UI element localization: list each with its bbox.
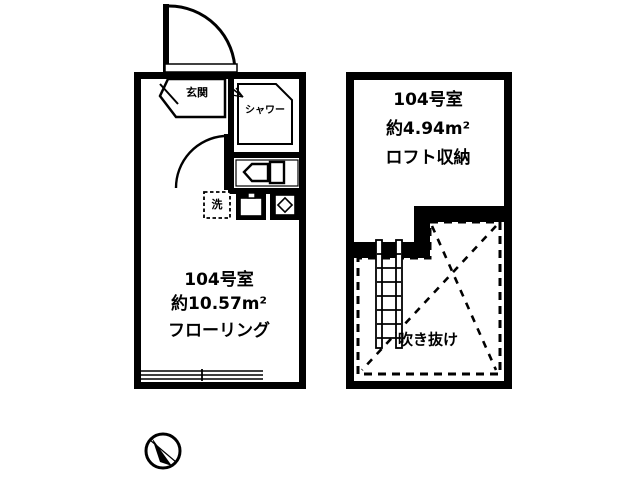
shower-room [228, 72, 306, 194]
right-room-area: 約4.94m² [386, 118, 470, 139]
entrance-door-swing [163, 4, 238, 73]
left-room-area: 約10.57m² [171, 293, 267, 314]
void-diagonal-a [430, 225, 498, 371]
shower-spray [231, 87, 244, 98]
ladder-rail-right [395, 239, 403, 349]
void-area [356, 220, 502, 376]
shower-label: シャワー [245, 104, 285, 116]
void-outline [356, 220, 502, 376]
left-room-finish: フローリング [168, 320, 270, 341]
shower-tray [237, 83, 293, 145]
right-unit-group: 104号室 約4.94m² ロフト収納 吹き抜け [346, 72, 512, 389]
entrance-label: 玄関 [186, 85, 208, 99]
compass-needle [152, 438, 172, 466]
right-room-finish: ロフト収納 [386, 147, 471, 168]
utility-strip [203, 190, 300, 220]
right-room-number: 104号室 [393, 89, 463, 110]
shower-head-line [228, 85, 244, 98]
compass-axis [149, 439, 177, 463]
wet-area-bottom-wall [228, 188, 306, 194]
toilet-room [235, 159, 299, 187]
entrance-threshold [164, 63, 238, 73]
sink-faucet [247, 192, 256, 199]
toilet-bowl [242, 162, 270, 183]
genkan-area [158, 77, 227, 119]
washer-label: 洗 [212, 197, 223, 211]
bathroom-door-swing [174, 134, 229, 190]
ladder-rail-left [375, 239, 383, 349]
sink-basin [239, 197, 263, 217]
entrance-door-leaf [163, 4, 169, 72]
wet-area-left-wall [228, 72, 234, 194]
washer-pan [203, 191, 231, 219]
left-room-number: 104号室 [184, 269, 254, 290]
void-diagonal-b [361, 225, 497, 371]
genkan-step-line [159, 83, 179, 105]
left-unit-group: 玄関 シャワー [134, 4, 306, 389]
vent-diamond [276, 196, 294, 214]
bath-door-leaf [224, 134, 229, 190]
sliding-window [141, 369, 263, 381]
loft-ladder [375, 239, 403, 349]
entrance-door-arc [168, 4, 237, 73]
toilet-tank [268, 160, 286, 185]
north-arrow [144, 432, 182, 470]
genkan-outline [158, 77, 227, 119]
bath-door-arc [174, 134, 225, 189]
void-label: 吹き抜け [398, 331, 458, 349]
shower-toilet-divider [228, 152, 306, 158]
